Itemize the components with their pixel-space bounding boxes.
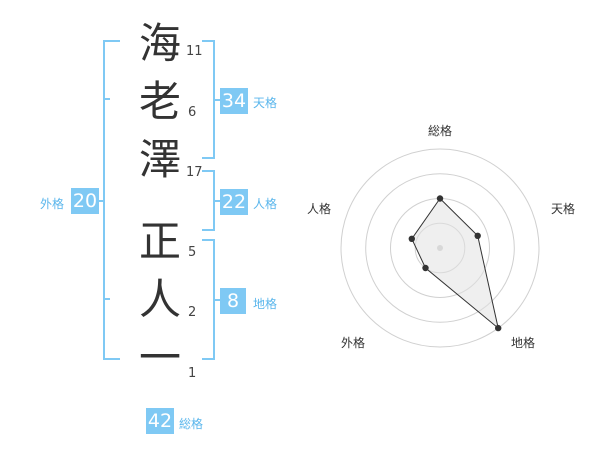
stroke-count-3: 17 [186, 165, 203, 180]
radar-point-3 [495, 324, 502, 332]
soukaku-value-badge: 42 [146, 408, 174, 434]
radar-point-5 [408, 235, 415, 242]
chikaku-value-badge: 8 [220, 288, 246, 314]
name-char-4: 正 [138, 217, 181, 266]
stroke-count-6: 1 [188, 366, 197, 381]
soukaku-label: 総格 [179, 417, 204, 431]
radar-ring [365, 173, 515, 323]
name-char-2: 老 [138, 77, 181, 126]
radar-ring [340, 148, 540, 348]
radar-points [408, 195, 502, 332]
radar-axis-label-tenkaku: 天格 [551, 202, 576, 216]
tenkaku-label: 天格 [253, 96, 278, 110]
stroke-count-5: 2 [188, 305, 197, 320]
radar-axis-label-gaikaku: 外格 [341, 336, 366, 350]
stroke-count-2: 6 [188, 105, 197, 120]
radar-axis-label-chikaku: 地格 [511, 336, 536, 350]
gaikaku-value-badge: 20 [71, 188, 99, 214]
radar-axis-label-soukaku: 総格 [428, 124, 453, 138]
gaikaku-label: 外格 [40, 197, 65, 211]
radar-series-polygon [411, 197, 500, 330]
name-char-1: 海 [138, 19, 181, 68]
name-char-5: 人 [138, 275, 181, 324]
stroke-count-4: 5 [188, 245, 197, 260]
stroke-count-1: 11 [186, 44, 203, 59]
radar-axis-label-jinkaku: 人格 [307, 202, 332, 216]
radar-point-1 [436, 195, 444, 202]
jinkaku-label: 人格 [253, 197, 278, 211]
tenkaku-value-badge: 34 [220, 88, 248, 114]
chikaku-label: 地格 [253, 297, 278, 311]
name-char-3: 澤 [138, 135, 181, 184]
radar-point-2 [474, 232, 481, 239]
radar-point-4 [422, 264, 429, 272]
jinkaku-value-badge: 22 [220, 189, 248, 215]
name-char-6: 一 [138, 333, 181, 382]
